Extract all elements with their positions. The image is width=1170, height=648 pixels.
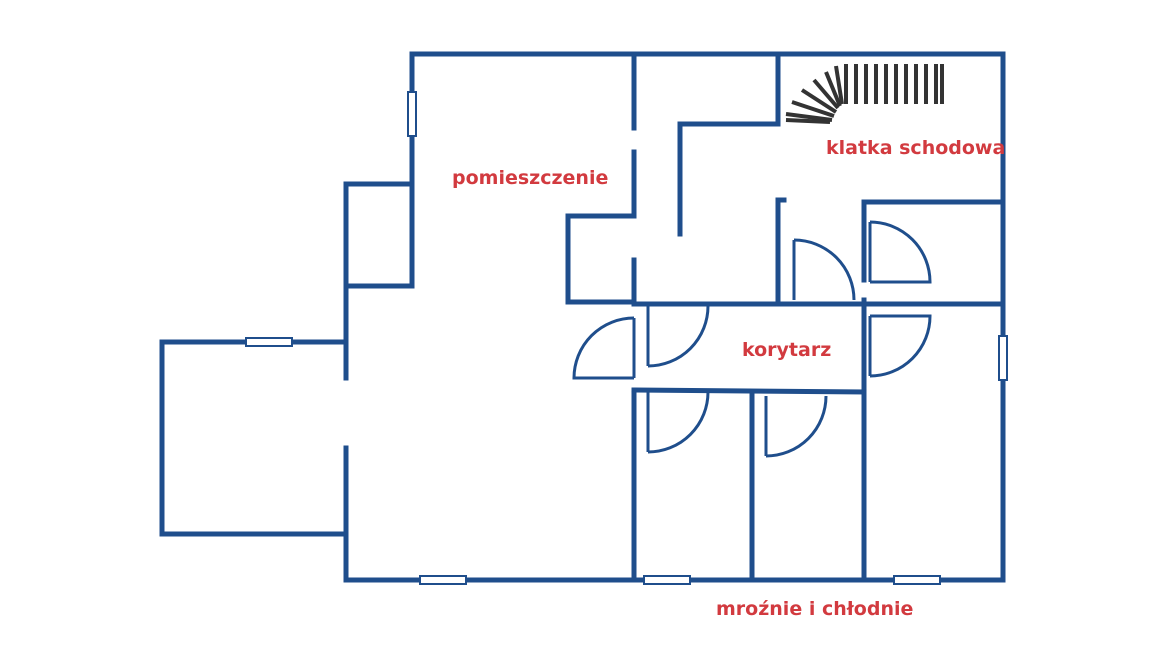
door-coldroom-1	[646, 391, 710, 454]
doors	[572, 220, 932, 458]
window-bottom-2	[643, 575, 691, 585]
label-korytarz: korytarz	[742, 339, 831, 361]
corridor-bottom	[631, 387, 867, 395]
window-annex-top	[245, 337, 293, 347]
window-bottom-3	[893, 575, 941, 585]
label-klatka-schodowa: klatka schodowa	[826, 137, 1005, 159]
windows	[245, 91, 1008, 585]
door-stair-corridor	[792, 238, 856, 301]
label-pomieszczenie: pomieszczenie	[452, 167, 608, 189]
door-main-room	[572, 316, 636, 380]
door-corridor-left	[646, 305, 710, 368]
window-left-upper	[407, 91, 417, 137]
door-right-room	[868, 314, 932, 378]
window-bottom-1	[419, 575, 467, 585]
room-labels: pomieszczenie klatka schodowa korytarz m…	[452, 137, 1005, 620]
door-coldroom-2	[764, 395, 828, 458]
window-right	[998, 335, 1008, 381]
staircase	[785, 64, 944, 124]
door-small-room	[868, 220, 932, 284]
label-mroznie-i-chlodnie: mroźnie i chłodnie	[716, 598, 913, 620]
